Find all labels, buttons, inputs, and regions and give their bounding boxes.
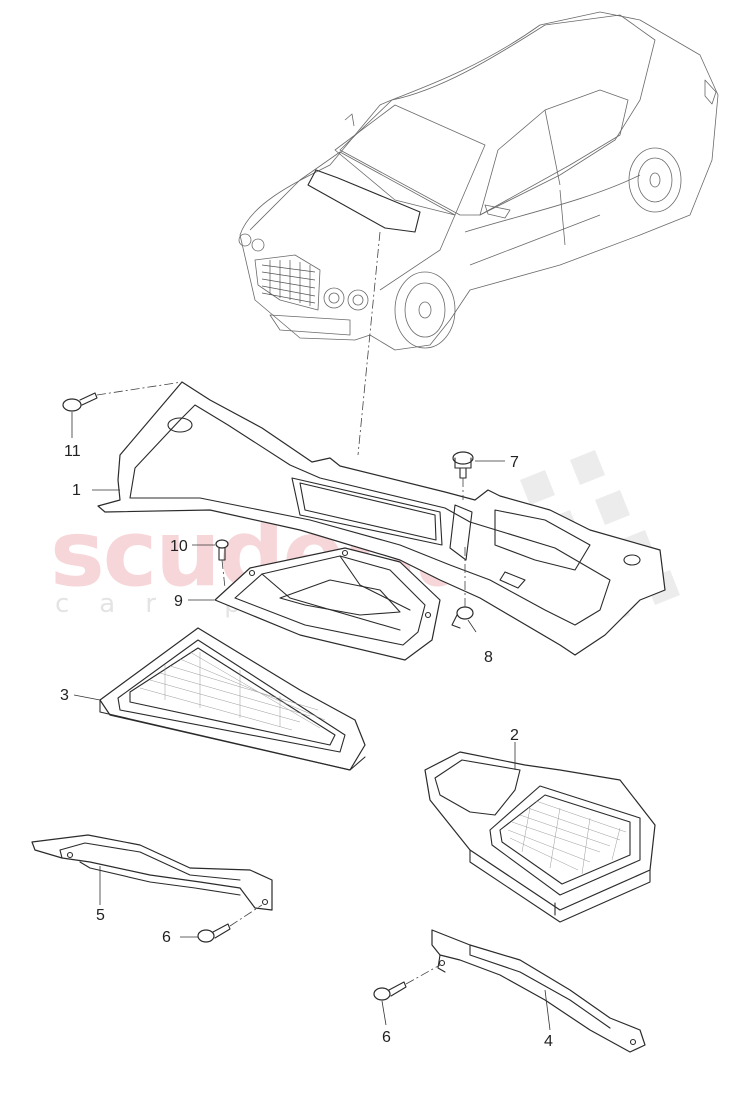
part-10-screw <box>215 539 229 589</box>
part-6-screw-left <box>197 904 263 943</box>
callout-6-right: 6 <box>382 1029 391 1046</box>
callout-11: 11 <box>64 443 81 460</box>
leader-lines <box>71 412 551 1031</box>
part-7-clip <box>452 451 474 500</box>
part-5-trim <box>31 834 273 911</box>
callout-2: 2 <box>510 727 519 744</box>
part-9-bracket <box>214 547 441 661</box>
callout-4: 4 <box>544 1033 553 1050</box>
part-8-clip <box>451 545 474 629</box>
part-3-filter <box>99 627 366 771</box>
part-1-cover-tray <box>97 381 666 656</box>
callout-6-left: 6 <box>162 929 171 946</box>
part-4-trim <box>431 929 646 1053</box>
part-6-screw-right <box>373 964 441 1001</box>
callout-5: 5 <box>96 907 105 924</box>
part-2-filter-housing <box>424 751 656 923</box>
callout-7: 7 <box>510 454 519 471</box>
callout-10: 10 <box>170 538 188 555</box>
callout-3: 3 <box>60 687 69 704</box>
reference-line <box>357 231 381 456</box>
car-illustration <box>238 11 719 351</box>
callout-8: 8 <box>484 649 493 666</box>
callout-1: 1 <box>72 482 81 499</box>
part-11-screw <box>62 381 183 412</box>
callout-9: 9 <box>174 593 183 610</box>
